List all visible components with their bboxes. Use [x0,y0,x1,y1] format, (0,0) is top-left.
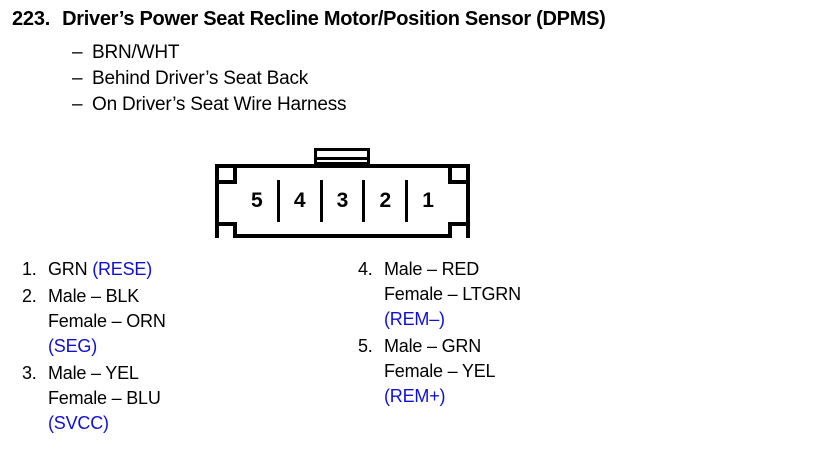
page-title-text: Driver’s Power Seat Recline Motor/Positi… [62,8,606,30]
pin-code: (RESE) [92,259,153,279]
pin-code: (SVCC) [48,413,109,433]
bullet-dash-icon: – [72,94,83,115]
list-item-label: On Driver’s Seat Wire Harness [92,94,347,115]
page-title-number: 223. [12,8,51,30]
connector-pin-4: 4 [280,180,323,222]
bullet-dash-icon: – [72,42,83,63]
connector-pin-5: 5 [237,180,280,222]
connector-latch-tab [314,148,370,165]
pin-number: 2. [22,286,37,306]
pin-detail-line: Female – ORN [48,311,166,331]
connector-pin-row: 5 4 3 2 1 [237,180,448,222]
pin-number: 5. [358,336,373,356]
connector-notch-top-left [219,168,237,184]
list-item-label: Behind Driver’s Seat Back [92,68,309,89]
pin-detail-line: Male – YEL [48,363,139,383]
pin-list-right: 4. Male – RED Female – LTGRN (REM–) 5. M… [358,257,678,411]
pin-detail: Male – YEL Female – BLU (SVCC) [48,361,342,436]
list-item: 3. Male – YEL Female – BLU (SVCC) [22,361,342,436]
connector-body [215,164,470,238]
pin-detail-line: GRN (RESE) [48,259,152,279]
list-item: 5. Male – GRN Female – YEL (REM+) [358,334,678,409]
pin-detail-line: Female – BLU [48,388,161,408]
description-list: – BRN/WHT – Behind Driver’s Seat Back – … [72,40,346,118]
list-item: 2. Male – BLK Female – ORN (SEG) [22,284,342,359]
connector-pin-1: 1 [422,189,434,212]
pin-detail: GRN (RESE) [48,257,342,282]
pin-detail: Male – BLK Female – ORN (SEG) [48,284,342,359]
list-item: – On Driver’s Seat Wire Harness [72,92,346,118]
pin-wire-color: GRN [48,259,93,279]
pin-number: 4. [358,259,373,279]
pin-detail-line: Female – YEL [384,361,496,381]
pin-detail-line: Male – BLK [48,286,140,306]
list-item: 1. GRN (RESE) [22,257,342,282]
pin-detail-line: Female – LTGRN [384,284,521,304]
pin-list-left: 1. GRN (RESE) 2. Male – BLK Female – ORN… [22,257,342,438]
page-title: 223. Driver’s Power Seat Recline Motor/P… [12,8,606,31]
connector-notch-bottom-left [219,222,237,238]
list-item: – BRN/WHT [72,40,346,66]
connector-notch-bottom-right [448,222,466,238]
pin-detail-line: Male – GRN [384,336,482,356]
list-item-label: BRN/WHT [92,42,180,63]
pin-number: 3. [22,363,37,383]
connector-diagram: 5 4 3 2 1 [215,148,470,238]
list-item: – Behind Driver’s Seat Back [72,66,346,92]
pin-code: (REM+) [384,386,446,406]
pin-detail-line: Male – RED [384,259,480,279]
pin-number: 1. [22,259,37,279]
pin-code: (REM–) [384,309,445,329]
connector-pin-3: 3 [323,180,366,222]
pin-detail: Male – RED Female – LTGRN (REM–) [384,257,678,332]
list-item: 4. Male – RED Female – LTGRN (REM–) [358,257,678,332]
connector-pin-2: 2 [365,180,409,222]
pin-detail: Male – GRN Female – YEL (REM+) [384,334,678,409]
connector-latch-tab-line [314,157,370,160]
connector-notch-top-right [448,168,466,184]
bullet-dash-icon: – [72,68,83,89]
pin-code: (SEG) [48,336,98,356]
